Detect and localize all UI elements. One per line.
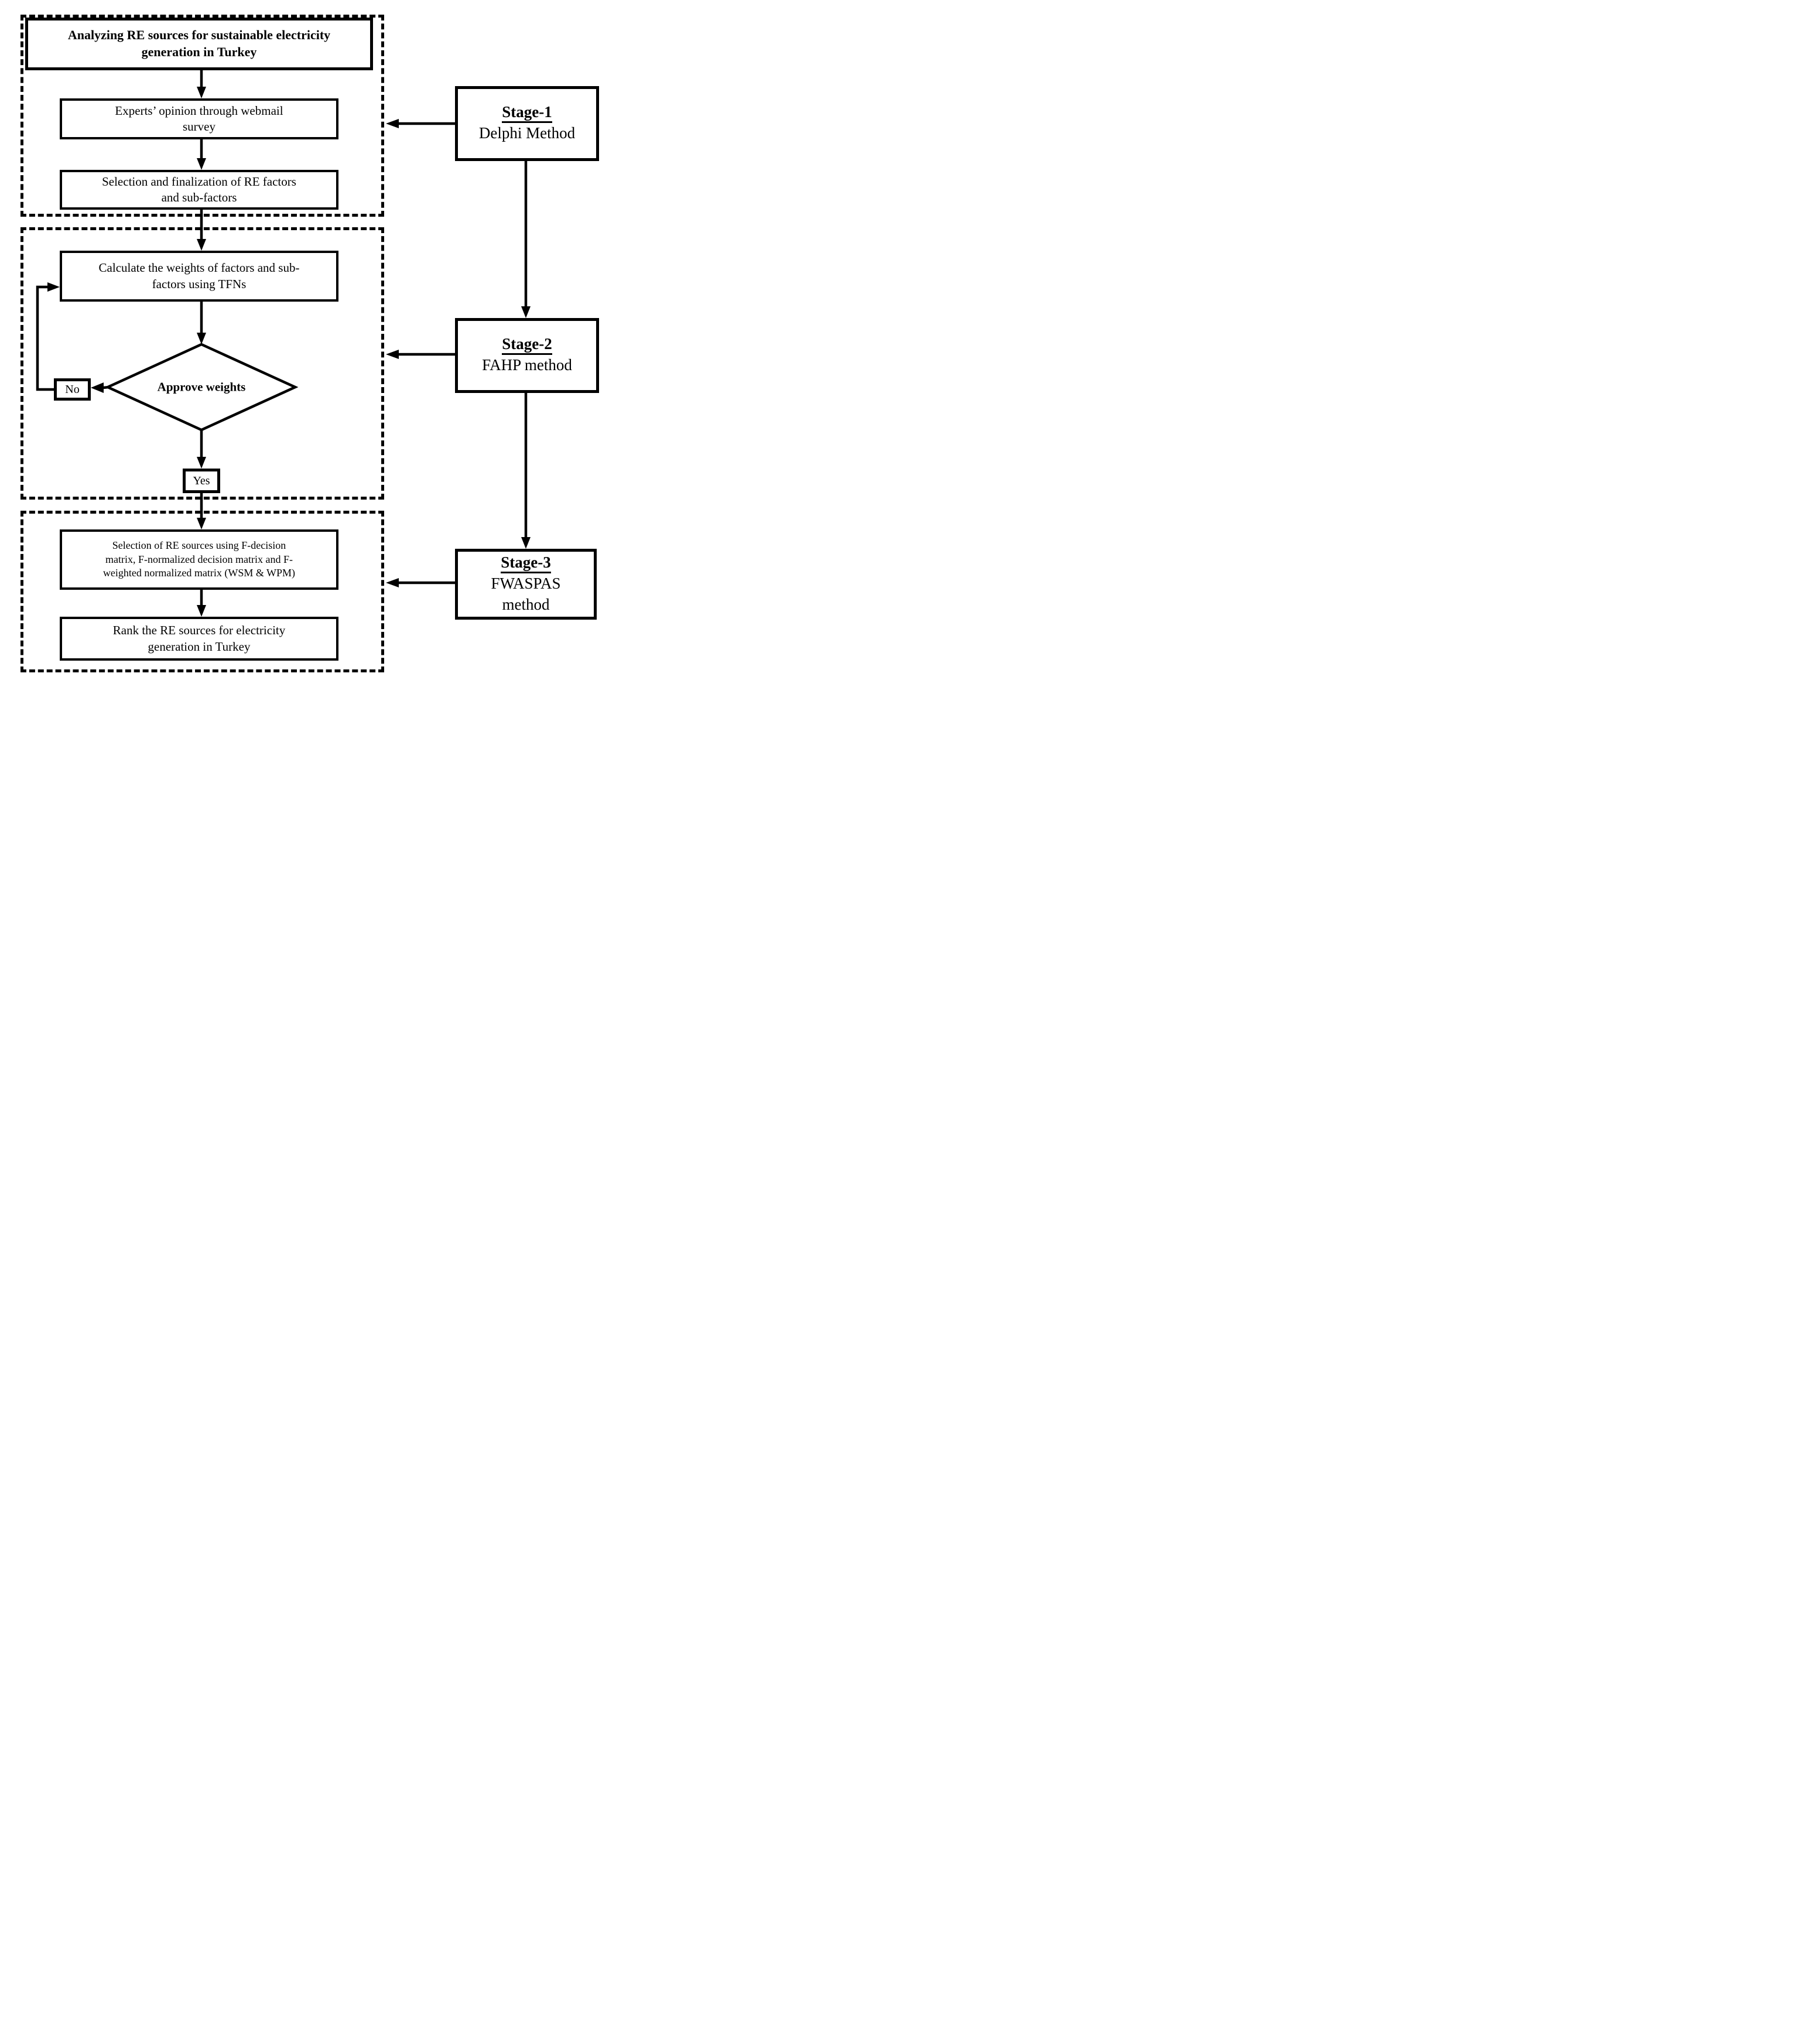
stage1-title: Stage-1: [502, 103, 552, 124]
experts-box: Experts’ opinion through webmail survey: [60, 98, 338, 139]
arrow-stage1-to-stage2: [521, 161, 531, 318]
arrow-stage2-to-container: [386, 350, 455, 359]
arrow-stage1-to-container: [386, 119, 455, 128]
yes-box: Yes: [183, 469, 220, 493]
stage3-title: Stage-3: [501, 553, 551, 573]
arrow-calculate-to-diamond: [197, 302, 206, 344]
factors-box-line2: and sub-factors: [161, 190, 237, 204]
calculate-box: Calculate the weights of factors and sub…: [60, 251, 338, 302]
arrow-diamond-to-no: [91, 382, 110, 393]
stage1-box: Stage-1 Delphi Method: [455, 86, 599, 161]
flowchart-figure: Analyzing RE sources for sustainable ele…: [0, 0, 607, 681]
selection-sources-box: Selection of RE sources using F-decision…: [60, 529, 338, 590]
feedback-loop-no-to-calculate: [36, 282, 60, 391]
arrow-analyzing-to-experts: [197, 70, 206, 98]
analyzing-box-line2: generation in Turkey: [141, 45, 257, 59]
approve-weights-label: Approve weights: [157, 380, 246, 394]
factors-box: Selection and finalization of RE factors…: [60, 170, 338, 210]
rank-box: Rank the RE sources for electricity gene…: [60, 617, 338, 661]
arrow-stage2-to-stage3: [521, 393, 531, 549]
no-label: No: [65, 383, 80, 396]
factors-box-line1: Selection and finalization of RE factors: [102, 174, 296, 189]
stage2-method: FAHP method: [482, 356, 572, 374]
experts-box-line2: survey: [183, 119, 215, 134]
yes-label: Yes: [193, 474, 210, 487]
stage3-box: Stage-3 FWASPAS method: [455, 549, 597, 620]
experts-box-line1: Experts’ opinion through webmail: [115, 103, 283, 118]
arrow-factors-to-calculate: [197, 210, 206, 251]
selection-sources-line1: Selection of RE sources using F-decision: [112, 539, 286, 552]
connector-overlay: [36, 70, 531, 617]
stage1-method: Delphi Method: [478, 124, 576, 142]
stage3-method-line2: method: [502, 595, 550, 613]
stage2-title: Stage-2: [502, 335, 552, 356]
analyzing-box: Analyzing RE sources for sustainable ele…: [25, 18, 373, 70]
analyzing-box-line1: Analyzing RE sources for sustainable ele…: [67, 28, 331, 43]
no-box: No: [54, 378, 91, 401]
selection-sources-line2: matrix, F-normalized decision matrix and…: [105, 553, 293, 565]
stage3-method: FWASPAS: [491, 574, 561, 592]
arrow-selection-to-rank: [197, 590, 206, 617]
calculate-box-line1: Calculate the weights of factors and sub…: [98, 261, 300, 275]
arrow-diamond-to-yes: [197, 430, 206, 469]
calculate-box-line2: factors using TFNs: [152, 276, 247, 291]
arrow-stage3-to-container: [386, 578, 455, 587]
arrow-yes-to-selection: [197, 493, 206, 529]
selection-sources-line3: weighted normalized matrix (WSM & WPM): [102, 567, 296, 579]
rank-box-line2: generation in Turkey: [148, 639, 251, 654]
arrow-experts-to-factors: [197, 139, 206, 170]
stage2-box: Stage-2 FAHP method: [455, 318, 599, 393]
rank-box-line1: Rank the RE sources for electricity: [112, 623, 286, 638]
